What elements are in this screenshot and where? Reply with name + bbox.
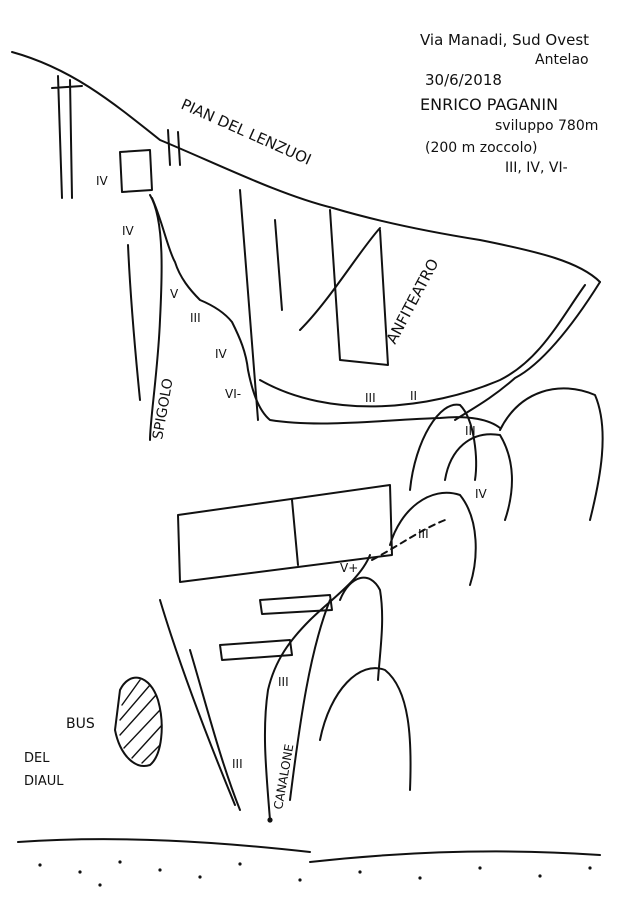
spigolo-edge [149, 194, 163, 441]
grade-iii-bottom: III [278, 675, 289, 689]
left-base-wall [159, 599, 236, 806]
cave-outline [114, 676, 163, 767]
pinnacle-1 [409, 403, 478, 491]
route-grades: III, IV, VI- [505, 160, 568, 176]
route-base: (200 m zoccolo) [425, 140, 538, 156]
amphitheatre-mid [274, 219, 283, 311]
cave-hatch [119, 679, 163, 764]
grade-ii: II [410, 389, 417, 403]
pinnacle-3 [499, 387, 604, 521]
route-date: 30/6/2018 [425, 71, 502, 89]
route-line-upper [151, 197, 501, 429]
summit-ridge-line [11, 51, 601, 283]
left-face-line [127, 244, 141, 401]
lower-dome [319, 667, 412, 791]
route-length: sviluppo 780m [495, 118, 598, 134]
grade-iii-bottom2: III [232, 757, 243, 771]
grade-iii-mid: III [465, 424, 476, 438]
terrace-band [177, 484, 393, 583]
ground-dots [38, 817, 592, 887]
canalone-edge [189, 649, 241, 811]
pinnacle-2 [444, 433, 513, 521]
route-connector [371, 519, 446, 561]
grade-iv-left: IV [122, 224, 135, 238]
ledge-2 [219, 639, 293, 661]
grade-iii-lower: III [418, 527, 429, 541]
label-del: DEL [24, 751, 50, 766]
ledge-1 [259, 594, 333, 615]
grade-iv-right: IV [475, 487, 488, 501]
summit-pole-left [51, 75, 83, 199]
amphitheatre-arc [259, 284, 586, 408]
grade-vi-minus: VI- [225, 387, 241, 401]
pinnacle-4 [389, 491, 477, 586]
grade-iv-b: IV [215, 347, 228, 361]
label-bus: BUS [66, 716, 95, 732]
grade-v-plus: V+ [340, 561, 358, 575]
summit-box [119, 149, 153, 193]
right-ridge-line [454, 281, 601, 421]
grade-v: V [170, 287, 179, 301]
route-name-line2: Antelao [535, 52, 589, 68]
route-line-lower [263, 554, 371, 821]
route-name-line1: Via Manadi, Sud Ovest [420, 31, 589, 49]
label-pian: PIAN DEL LENZUOI [178, 95, 314, 169]
terrace-divider [291, 499, 299, 566]
grade-iv-top: IV [96, 174, 109, 188]
label-anfiteatro: ANFITEATRO [383, 256, 443, 347]
ground-line-right [309, 850, 601, 863]
summit-pole-right [167, 129, 181, 166]
grade-iii-right: III [365, 391, 376, 405]
amphitheatre-left [239, 189, 259, 421]
label-diaul: DIAUL [24, 774, 64, 789]
route-author: ENRICO PAGANIN [420, 95, 558, 114]
pinnacle-5 [339, 576, 384, 681]
right-base-wall [289, 599, 331, 801]
grade-iii-a: III [190, 311, 201, 325]
amphitheatre-diagonal [299, 227, 381, 331]
ground-line-left [17, 838, 311, 853]
amphitheatre-right [329, 209, 389, 366]
